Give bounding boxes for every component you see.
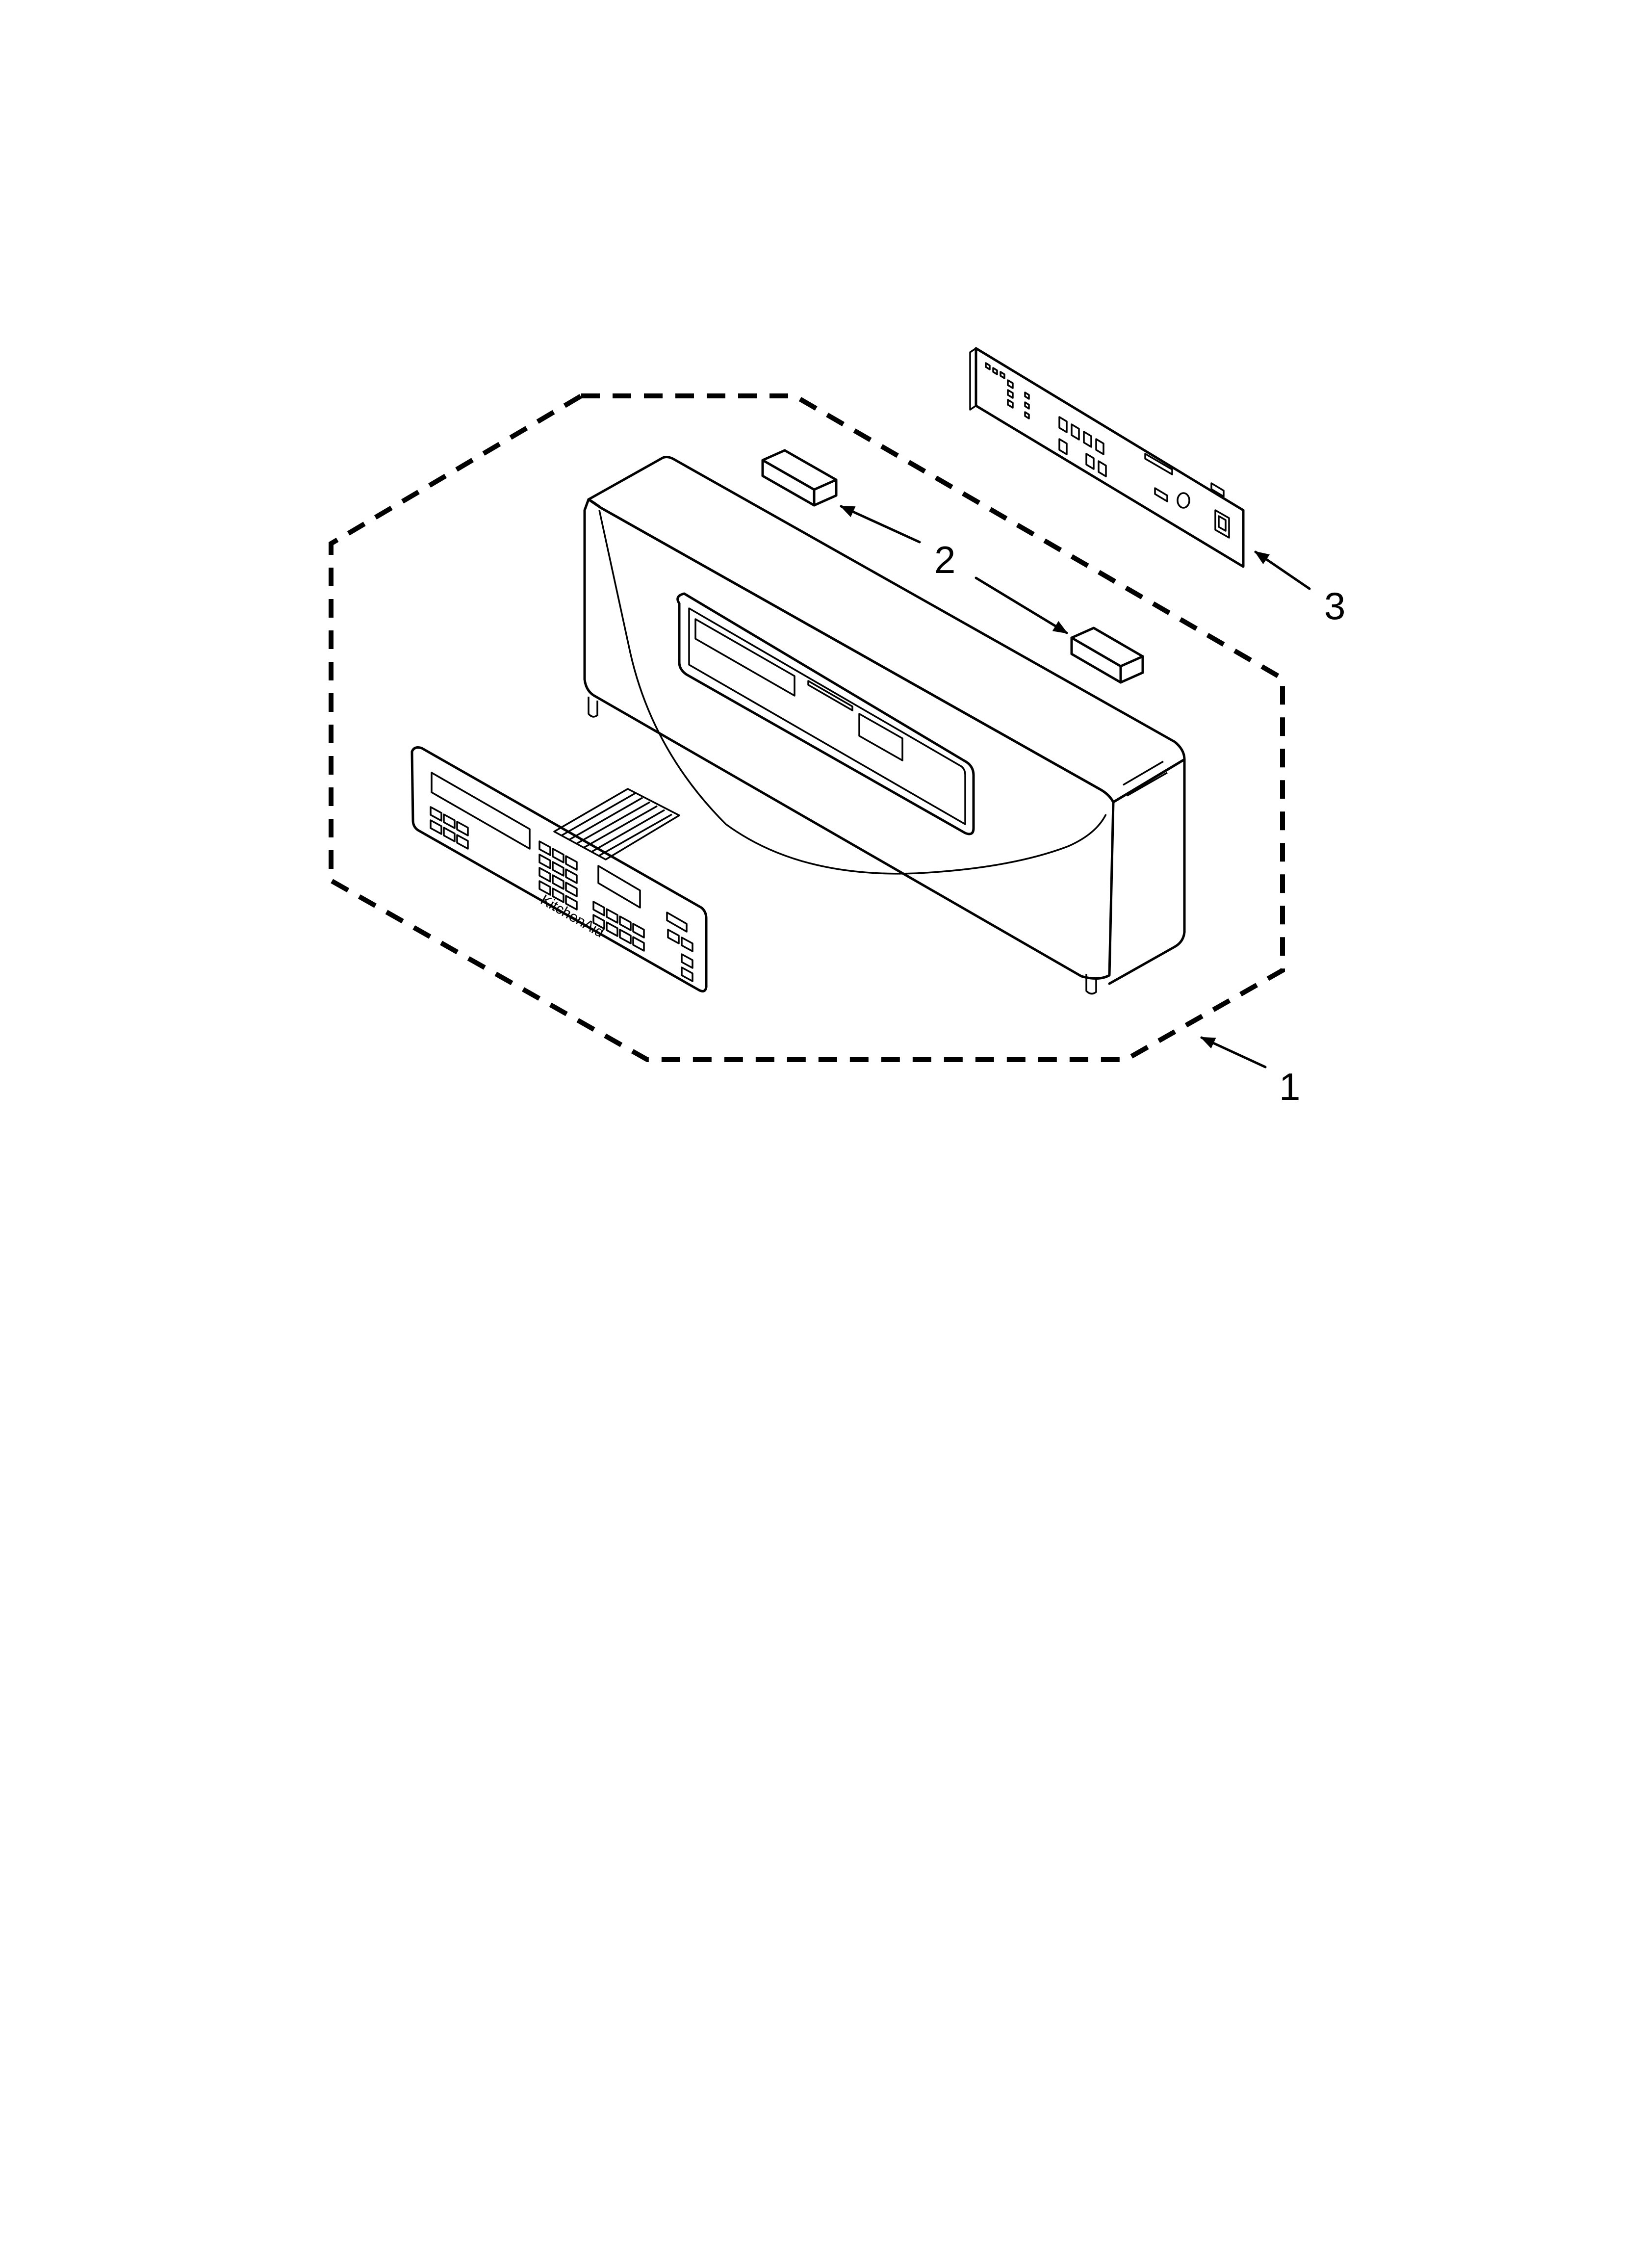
assembly-outline [329, 393, 1285, 1062]
housing-foot-left [588, 697, 598, 718]
arrow-part-3 [1254, 550, 1311, 590]
spacer-upper-front [761, 459, 816, 507]
spacer-block-upper[interactable] [761, 449, 838, 507]
spacer-upper-side [813, 478, 838, 507]
arrow-part-2-lower [975, 576, 1068, 634]
control-panel-housing[interactable] [583, 456, 1186, 995]
callout-part-2: 2 [840, 505, 1068, 634]
arrow-part-1 [1200, 1036, 1267, 1069]
callout-part-3: 3 [1254, 550, 1345, 627]
keypad-ribbon-cable [553, 788, 680, 860]
housing-front-curve [598, 510, 1107, 875]
housing-led-strip [807, 680, 853, 711]
display-window-frame [676, 592, 975, 835]
housing-top-crease-2 [1127, 772, 1168, 797]
keypad-display-window-2 [597, 865, 641, 909]
housing-top-crease [1123, 760, 1164, 786]
housing-small-window [858, 713, 903, 761]
housing-front-face [583, 498, 1115, 980]
electronic-control-board[interactable] [969, 347, 1245, 568]
board-components [985, 362, 1230, 539]
callout-label-3: 3 [1324, 584, 1345, 627]
housing-display-slot [694, 618, 795, 697]
board-outline [975, 347, 1245, 568]
callout-label-2: 2 [934, 538, 955, 581]
spacer-block-lower[interactable] [1070, 626, 1144, 684]
control-keypad-overlay[interactable]: KitchenAid [410, 746, 708, 992]
spacer-upper-top [761, 449, 838, 491]
spacer-lower-front [1070, 636, 1122, 684]
housing-right-end [1108, 758, 1186, 985]
callout-part-1: 1 [1200, 1036, 1300, 1108]
keypad-outline [410, 746, 708, 992]
keypad-buttons [430, 806, 693, 982]
display-window-inner [688, 607, 966, 825]
arrow-part-2-upper [840, 505, 921, 544]
callout-label-1: 1 [1279, 1065, 1300, 1108]
housing-foot-right [1085, 974, 1097, 995]
keypad-display-window [431, 772, 531, 850]
spacer-lower-side [1119, 655, 1144, 684]
board-edge [969, 347, 976, 411]
